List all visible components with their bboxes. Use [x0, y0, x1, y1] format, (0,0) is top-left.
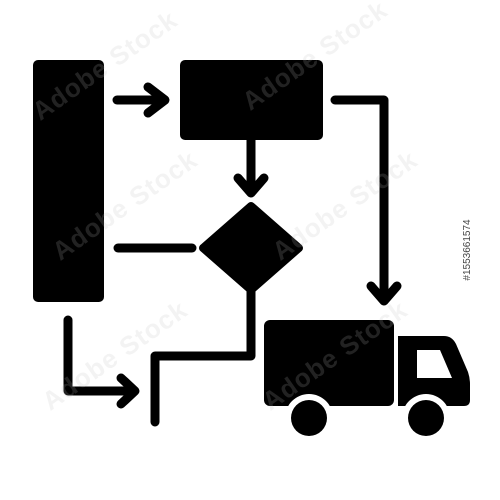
arrow-to-process — [112, 82, 170, 118]
stock-id-label: #1553661574 — [461, 219, 473, 281]
process-block — [180, 60, 323, 140]
decision-diamond — [199, 202, 303, 294]
left-column-block — [33, 60, 104, 302]
delivery-truck-icon — [264, 320, 470, 442]
decision-output-path — [150, 285, 256, 427]
arrow-to-truck — [330, 95, 402, 306]
arrow-from-column — [63, 315, 140, 409]
arrow-to-decision — [233, 135, 269, 198]
